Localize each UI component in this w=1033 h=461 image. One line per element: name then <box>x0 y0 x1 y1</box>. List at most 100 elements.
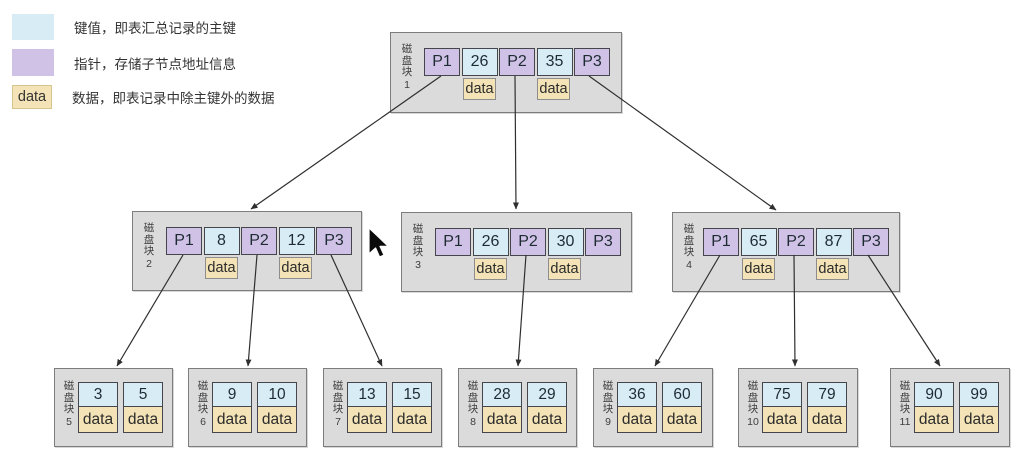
key-cell: 90 <box>914 382 954 407</box>
legend-item-pointer: 指针，存储子节点地址信息 <box>12 49 236 76</box>
disk-block-label-text: 磁盘块 <box>401 43 413 78</box>
disk-block-label-text: 磁盘块 <box>602 380 614 415</box>
key-cell: 15 <box>392 382 432 407</box>
disk-block-label-text: 磁盘块 <box>143 222 155 257</box>
data-box: data <box>807 407 847 433</box>
disk-block-6: 磁盘块 6 9 data 10 data <box>188 368 307 447</box>
disk-block-number: 6 <box>200 415 206 428</box>
pointer-cell-p2: P2 <box>499 48 535 76</box>
key-cell: 8 <box>203 227 240 255</box>
data-box: data <box>347 407 387 433</box>
pointer-cell-p3: P3 <box>316 227 352 255</box>
key-cell: 35 <box>536 48 573 76</box>
record-column: 28 data <box>482 382 522 433</box>
record-column: 10 data <box>257 382 297 433</box>
disk-block-2: 磁盘块 2 P1 8 P2 12 P3 data data <box>132 211 362 291</box>
cell-row: P1 8 P2 12 P3 <box>166 227 352 255</box>
disk-block-11: 磁盘块 11 90 data 99 data <box>890 368 1010 447</box>
disk-block-1: 磁盘块 1 P1 26 P2 35 P3 data data <box>390 32 622 113</box>
key-cell: 30 <box>547 228 584 256</box>
disk-block-number: 8 <box>470 415 476 428</box>
data-box: data <box>617 407 657 433</box>
disk-block-1-label: 磁盘块 1 <box>399 43 415 91</box>
legend-pointer-label: 指针，存储子节点地址信息 <box>74 56 236 72</box>
data-box: data <box>279 257 312 279</box>
data-box: data <box>742 258 775 280</box>
data-box: data <box>537 78 570 100</box>
disk-block-7: 磁盘块 7 13 data 15 data <box>323 368 442 447</box>
record-column: 36 data <box>617 382 657 433</box>
record-column: 15 data <box>392 382 432 433</box>
data-box: data <box>527 407 567 433</box>
data-box: data <box>205 257 238 279</box>
mouse-cursor-icon <box>368 227 389 258</box>
key-cell: 5 <box>123 382 163 407</box>
leaf-columns: 3 data 5 data <box>78 382 163 433</box>
disk-block-number: 10 <box>747 415 759 428</box>
data-box: data <box>123 407 163 433</box>
leaf-columns: 90 data 99 data <box>914 382 999 433</box>
data-box: data <box>474 258 507 280</box>
record-column: 75 data <box>762 382 802 433</box>
data-box: data <box>914 407 954 433</box>
cell-row: P1 26 P2 35 P3 <box>424 48 610 76</box>
disk-block-10-label: 磁盘块 10 <box>745 380 761 428</box>
disk-block-number: 1 <box>404 78 410 91</box>
key-cell: 28 <box>482 382 522 407</box>
leaf-columns: 75 data 79 data <box>762 382 847 433</box>
disk-block-label-text: 磁盘块 <box>63 380 75 415</box>
legend-data-label: 数据，即表记录中除主键外的数据 <box>72 91 275 106</box>
data-box: data <box>959 407 999 433</box>
key-cell: 26 <box>461 48 498 76</box>
key-cell: 26 <box>472 228 509 256</box>
disk-block-10: 磁盘块 10 75 data 79 data <box>738 368 858 447</box>
disk-block-2-label: 磁盘块 2 <box>141 222 157 270</box>
disk-block-number: 9 <box>605 415 611 428</box>
data-box: data <box>463 78 496 100</box>
disk-block-11-label: 磁盘块 11 <box>897 380 913 428</box>
disk-block-number: 4 <box>686 258 692 271</box>
legend-item-data: data 数据，即表记录中除主键外的数据 <box>12 85 275 109</box>
disk-block-4-label: 磁盘块 4 <box>681 223 697 271</box>
disk-block-number: 3 <box>415 258 421 271</box>
record-column: 60 data <box>662 382 702 433</box>
key-cell: 87 <box>815 228 852 256</box>
key-cell: 12 <box>278 227 315 255</box>
pointer-cell-p3: P3 <box>574 48 610 76</box>
leaf-columns: 9 data 10 data <box>212 382 297 433</box>
data-box: data <box>482 407 522 433</box>
data-box: data <box>762 407 802 433</box>
disk-block-8-label: 磁盘块 8 <box>465 380 481 428</box>
data-box: data <box>662 407 702 433</box>
pointer-cell-p2: P2 <box>778 228 814 256</box>
legend-item-key: 键值，即表汇总记录的主键 <box>12 14 236 40</box>
pointer-cell-p1: P1 <box>166 227 202 255</box>
key-cell: 13 <box>347 382 387 407</box>
key-cell: 3 <box>78 382 118 407</box>
record-column: 79 data <box>807 382 847 433</box>
cell-row: P1 65 P2 87 P3 <box>703 228 889 256</box>
key-cell: 79 <box>807 382 847 407</box>
cell-row: P1 26 P2 30 P3 <box>435 228 621 256</box>
disk-block-label-text: 磁盘块 <box>899 380 911 415</box>
record-column: 5 data <box>123 382 163 433</box>
key-cell: 9 <box>212 382 252 407</box>
key-cell: 60 <box>662 382 702 407</box>
disk-block-label-text: 磁盘块 <box>412 223 424 258</box>
data-box: data <box>816 258 849 280</box>
disk-block-number: 7 <box>335 415 341 428</box>
disk-block-label-text: 磁盘块 <box>197 380 209 415</box>
disk-block-9-label: 磁盘块 9 <box>600 380 616 428</box>
disk-block-label-text: 磁盘块 <box>683 223 695 258</box>
disk-block-number: 5 <box>66 415 72 428</box>
key-cell: 99 <box>959 382 999 407</box>
disk-block-6-label: 磁盘块 6 <box>195 380 211 428</box>
record-column: 29 data <box>527 382 567 433</box>
pointer-cell-p1: P1 <box>435 228 471 256</box>
disk-block-8: 磁盘块 8 28 data 29 data <box>458 368 577 447</box>
record-column: 9 data <box>212 382 252 433</box>
leaf-columns: 28 data 29 data <box>482 382 567 433</box>
pointer-cell-p3: P3 <box>585 228 621 256</box>
data-swatch: data <box>12 85 52 109</box>
